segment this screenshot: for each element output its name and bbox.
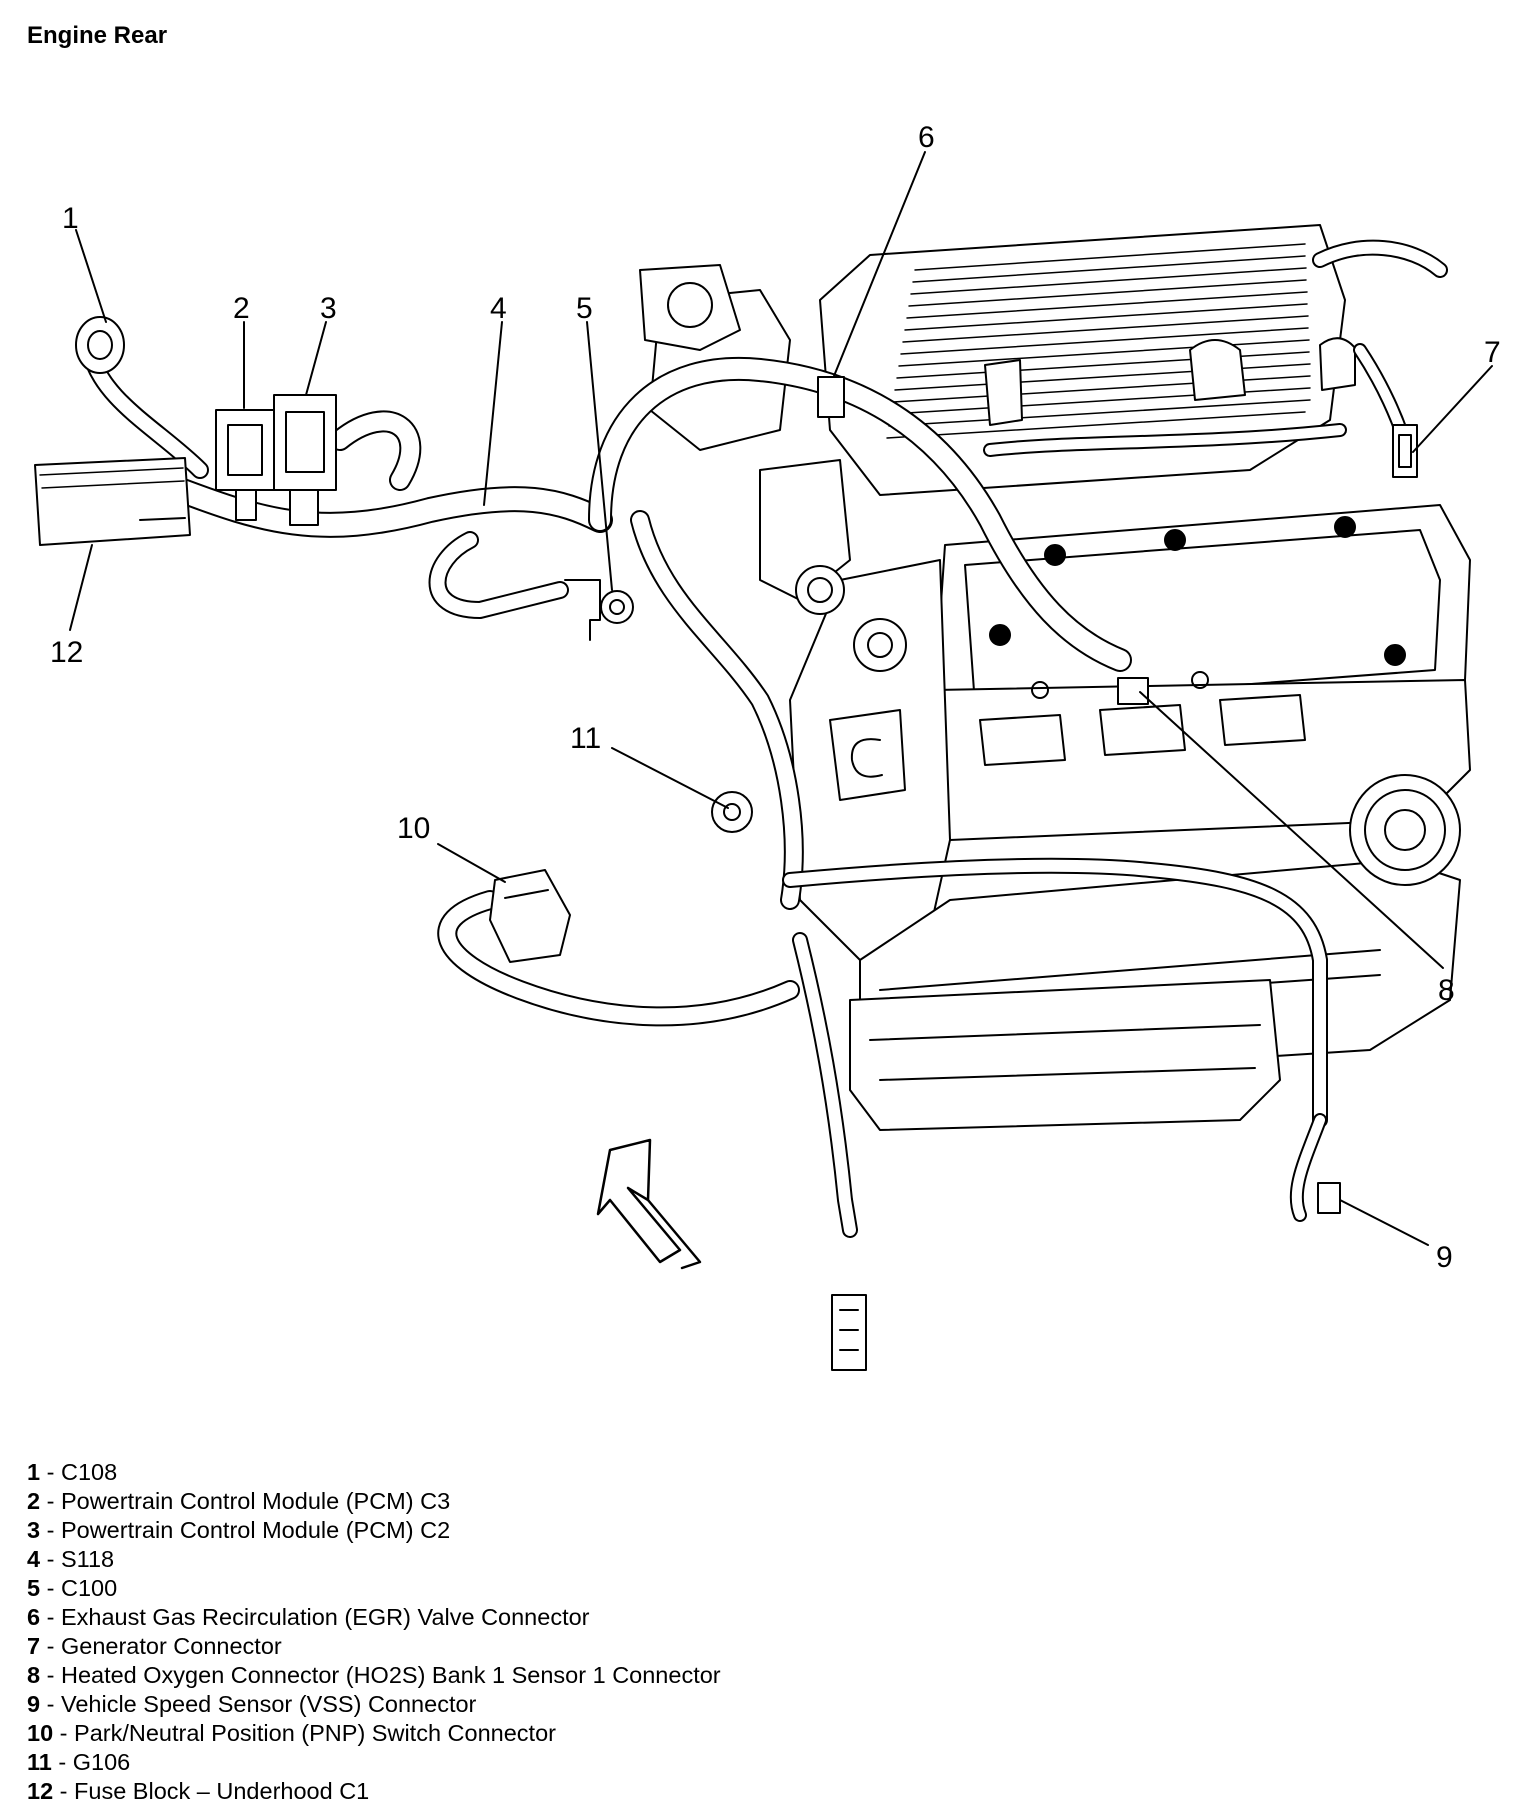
callout-4: 4 <box>490 292 507 325</box>
callout-9: 9 <box>1436 1241 1453 1274</box>
leader-6 <box>833 151 926 377</box>
legend-item: 8 - Heated Oxygen Connector (HO2S) Bank … <box>27 1662 721 1688</box>
legend-item: 10 - Park/Neutral Position (PNP) Switch … <box>27 1720 556 1746</box>
leader-11 <box>611 747 729 809</box>
connector-vss <box>1317 1182 1341 1214</box>
leader-8 <box>1139 691 1444 969</box>
connectors <box>34 316 1418 1371</box>
connector-egr <box>817 376 845 418</box>
legend-item: 2 - Powertrain Control Module (PCM) C3 <box>27 1488 451 1514</box>
leader-12 <box>69 544 93 631</box>
connector-pnp <box>489 869 571 963</box>
direction-arrow <box>596 1138 702 1270</box>
leader-5 <box>586 321 613 591</box>
leader-3 <box>305 321 327 396</box>
callout-5: 5 <box>576 292 593 325</box>
connector-bottom <box>831 1294 867 1371</box>
callout-12: 12 <box>50 636 83 669</box>
legend-item: 1 - C108 <box>27 1459 118 1485</box>
callout-2: 2 <box>233 292 250 325</box>
legend-item: 12 - Fuse Block – Underhood C1 <box>27 1778 370 1804</box>
leader-4 <box>483 321 503 506</box>
connector-fuse-block <box>34 457 191 546</box>
engine-rear-illustration: 1 2 3 4 5 6 7 8 9 10 11 12 <box>34 121 1501 1371</box>
callout-10: 10 <box>397 812 430 845</box>
callout-11: 11 <box>570 722 601 755</box>
callout-3: 3 <box>320 292 337 325</box>
leader-7 <box>1412 365 1493 453</box>
wiring-harness <box>81 239 1448 1238</box>
callout-7: 7 <box>1484 336 1501 369</box>
legend-item: 5 - C100 <box>27 1575 118 1601</box>
page-title: Engine Rear <box>27 22 168 49</box>
connector-c100 <box>600 590 634 624</box>
connector-ho2s <box>1117 677 1149 705</box>
legend-item: 6 - Exhaust Gas Recirculation (EGR) Valv… <box>27 1604 590 1630</box>
legend: 1 - C108 2 - Powertrain Control Module (… <box>27 1458 721 1806</box>
callout-1: 1 <box>62 202 79 235</box>
leader-lines <box>69 151 1493 1246</box>
legend-item: 11 - G106 <box>27 1749 131 1775</box>
connector-pcm-c2 <box>273 394 337 526</box>
leader-1 <box>75 229 107 323</box>
legend-item: 9 - Vehicle Speed Sensor (VSS) Connector <box>27 1691 477 1717</box>
connector-c108 <box>75 316 125 374</box>
ground-g106 <box>711 791 753 833</box>
legend-item: 4 - S118 <box>27 1546 115 1572</box>
connector-pcm-c3 <box>215 409 275 521</box>
callout-numbers: 1 2 3 4 5 6 7 8 9 10 11 12 <box>50 121 1501 1274</box>
legend-item: 3 - Powertrain Control Module (PCM) C2 <box>27 1517 451 1543</box>
callout-6: 6 <box>918 121 935 154</box>
callout-8: 8 <box>1438 974 1455 1007</box>
legend-item: 7 - Generator Connector <box>27 1633 282 1659</box>
leader-10 <box>437 843 506 883</box>
leader-9 <box>1339 1199 1429 1246</box>
